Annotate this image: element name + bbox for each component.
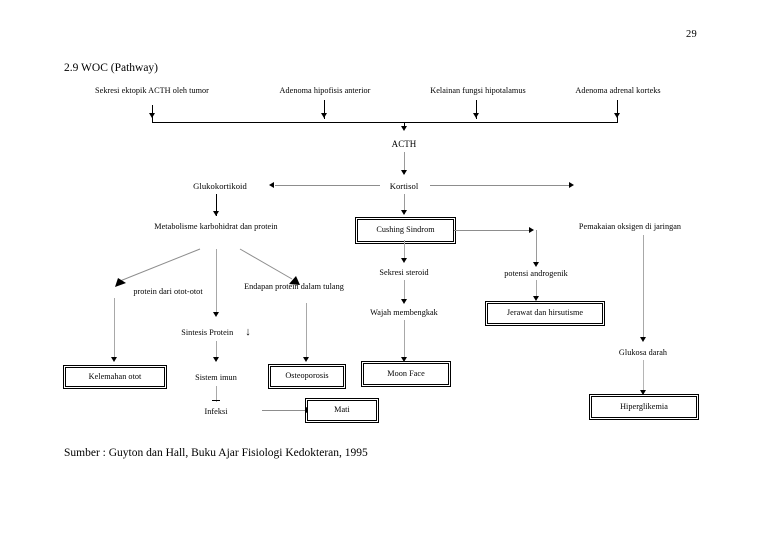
node-potensi-androgenik: potensi androgenik [504, 269, 568, 278]
arrowhead-kelemahan-otot [110, 357, 117, 362]
arrowhead-cushing [400, 210, 407, 215]
arrowhead-ektopik [148, 113, 155, 118]
arrowhead-hipofisis [320, 113, 327, 118]
connector-sekresi-to-wajah [404, 280, 405, 302]
node-acth: ACTH [391, 139, 417, 149]
node-endapan-protein-tulang: Endapan protein dalam tulang [244, 282, 344, 291]
arrowhead-osteoporosis [302, 357, 309, 362]
arrowhead-jerawat [532, 296, 539, 301]
node-glukokortikoid: Glukokortikoid [193, 181, 247, 191]
node-osteoporosis: Osteoporosis [268, 364, 346, 389]
connector-cushing-to-androgenik [454, 230, 532, 231]
arrowhead-metabolisme [212, 211, 219, 216]
connector-bus-bar [152, 122, 618, 123]
connector-glukokortikoid-down [216, 194, 217, 216]
arrowhead-glukokortikoid [269, 181, 274, 188]
node-sistem-imun: Sistem imun [195, 373, 237, 382]
arrowhead-adrenal [613, 113, 620, 118]
connector-cushing-to-sekresi [404, 240, 405, 261]
arrowhead-potensi-androgenik [532, 262, 539, 267]
arrowhead-hipotalamus [472, 113, 479, 118]
node-kelainan-fungsi-hipotalamus: Kelainan fungsi hipotalamus [430, 86, 526, 95]
connector-infeksi-cap [212, 400, 220, 401]
connector-acth-to-kortisol [404, 152, 405, 174]
connector-sistem-imun-to-infeksi [216, 386, 217, 402]
connector-adrenal-stem [617, 100, 618, 119]
arrowhead-wajah-membengkak [400, 299, 407, 304]
node-sintesis-protein: Sintesis Protein [181, 328, 234, 337]
node-kortisol: Kortisol [389, 181, 419, 191]
arrowhead-hiperglikemia [639, 390, 646, 395]
connector-glukosa-to-hiperglikemia [643, 360, 644, 394]
connector-androgenik-to-jerawat [536, 280, 537, 299]
connector-androgenik-down [536, 230, 537, 264]
node-sekresi-ektopik-acth: Sekresi ektopik ACTH oleh tumor [95, 86, 209, 95]
node-infeksi: Infeksi [204, 407, 228, 416]
connector-oksigen-to-glukosa [643, 235, 644, 340]
node-glukosa-darah: Glukosa darah [618, 348, 668, 357]
connector-bus-to-acth [404, 122, 405, 128]
arrowhead-cushing-right [529, 226, 534, 233]
node-kelemahan-otot: Kelemahan otot [63, 365, 167, 389]
node-metabolisme-karbohidrat-protein: Metabolisme karbohidrat dan protein [154, 222, 278, 231]
connector-metabolisme-to-sintesis [216, 249, 217, 314]
connector-kortisol-to-cushing [404, 194, 405, 214]
arrowhead-kortisol [400, 170, 407, 175]
connector-bus-cap-left [152, 118, 153, 123]
page-title: 2.9 WOC (Pathway) [64, 62, 159, 74]
connector-kortisol-to-right [430, 185, 572, 186]
down-arrow-glyph: ↓ [245, 326, 251, 339]
arrowhead-sistem-imun [212, 357, 219, 362]
node-adenoma-adrenal-korteks: Adenoma adrenal korteks [575, 86, 661, 95]
node-hiperglikemia: Hiperglikemia [589, 394, 699, 420]
node-adenoma-hipofisis-anterior: Adenoma hipofisis anterior [279, 86, 371, 95]
node-wajah-membengkak: Wajah membengkak [370, 308, 438, 317]
connector-endapan-to-osteoporosis [306, 303, 307, 360]
source-note: Sumber : Guyton dan Hall, Buku Ajar Fisi… [64, 447, 368, 459]
node-jerawat-dan-hirsutisme: Jerawat dan hirsutisme [485, 301, 605, 326]
connector-bus-cap-right [617, 118, 618, 123]
arrowhead-sekresi-steroid [400, 258, 407, 263]
arrowhead-glukosa-darah [639, 337, 646, 342]
arrowhead-sintesis-protein [212, 312, 219, 317]
node-pemakaian-oksigen: Pemakaian oksigen di jaringan [578, 222, 682, 231]
connector-kortisol-to-glukokortikoid [275, 185, 380, 186]
connector-hipofisis-stem [324, 100, 325, 119]
arrowhead-moon-face [400, 357, 407, 362]
connector-wajah-to-moonface [404, 320, 405, 360]
node-sekresi-steroid: Sekresi steroid [379, 268, 429, 277]
connector-protein-to-kelemahan [114, 298, 115, 360]
node-mati: Mati [305, 398, 379, 423]
node-cushing-sindrom: Cushing Sindrom [355, 217, 456, 244]
page-number: 29 [686, 29, 698, 40]
node-moon-face: Moon Face [361, 361, 451, 387]
arrowhead-kortisol-right [569, 181, 574, 188]
node-sintesis-protein-group: Sintesis Protein ↓ [150, 327, 282, 339]
connector-infeksi-to-mati [262, 410, 310, 411]
arrowhead-acth [400, 126, 407, 131]
node-protein-dari-otot: protein dari otot-otot [133, 287, 203, 296]
connector-sintesis-to-sistem-imun [216, 341, 217, 361]
connector-ektopik-stem [152, 105, 153, 119]
connector-hipotalamus-stem [476, 100, 477, 119]
